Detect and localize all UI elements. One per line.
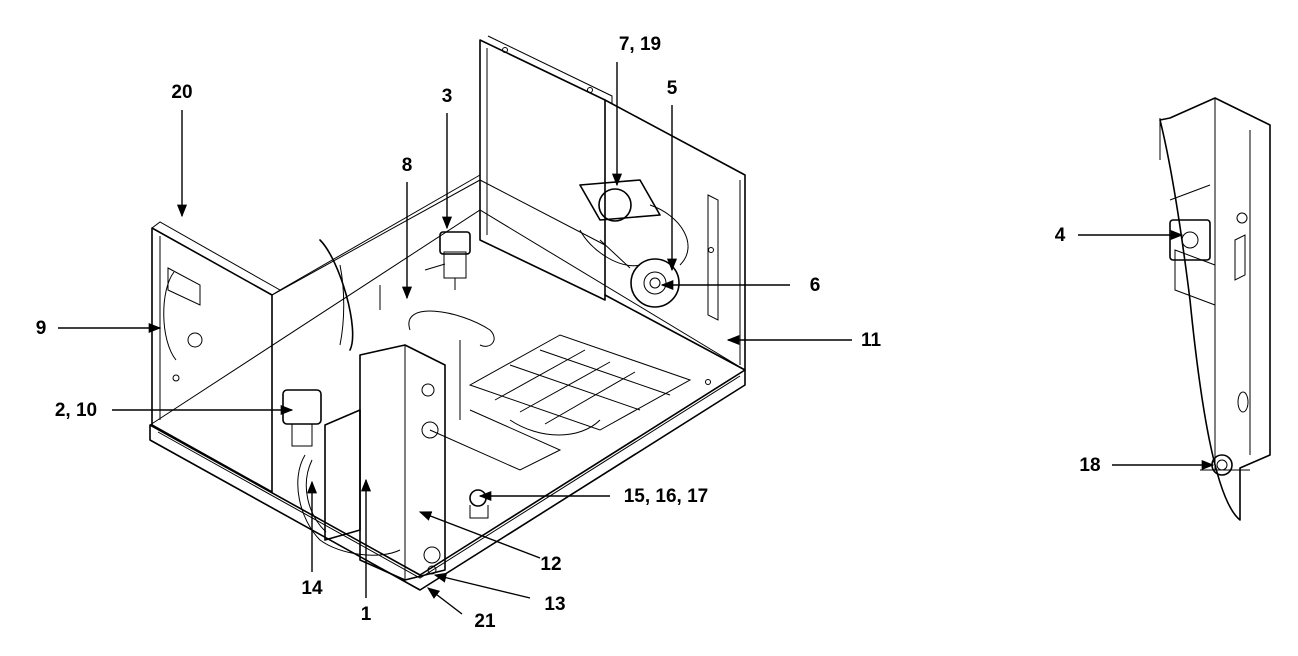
leader-21 bbox=[426, 587, 463, 615]
callout-labels: 20 9 2, 10 8 3 7, 19 5 6 11 15, 16, 17 1… bbox=[36, 34, 1101, 632]
leader-lines bbox=[58, 62, 1215, 615]
callout-11: 11 bbox=[861, 330, 882, 351]
callout-13: 13 bbox=[544, 594, 565, 615]
callout-14: 14 bbox=[301, 578, 323, 599]
callout-15-16-17: 15, 16, 17 bbox=[624, 486, 709, 507]
main-assembly-drawing bbox=[149, 35, 746, 591]
callout-2-10: 2, 10 bbox=[55, 400, 97, 421]
callout-18: 18 bbox=[1079, 455, 1100, 476]
callout-6: 6 bbox=[810, 275, 821, 296]
callout-7-19: 7, 19 bbox=[619, 34, 661, 55]
callout-1: 1 bbox=[361, 604, 372, 625]
callout-21: 21 bbox=[474, 611, 496, 632]
callout-9: 9 bbox=[36, 318, 47, 339]
callout-4: 4 bbox=[1055, 225, 1066, 246]
leader-13 bbox=[433, 572, 531, 599]
leader-12 bbox=[418, 511, 541, 559]
callout-8: 8 bbox=[402, 155, 413, 176]
callout-5: 5 bbox=[667, 78, 678, 99]
callout-3: 3 bbox=[442, 86, 453, 107]
callout-20: 20 bbox=[171, 82, 192, 103]
detail-view-drawing bbox=[1159, 97, 1271, 521]
callout-12: 12 bbox=[540, 554, 561, 575]
